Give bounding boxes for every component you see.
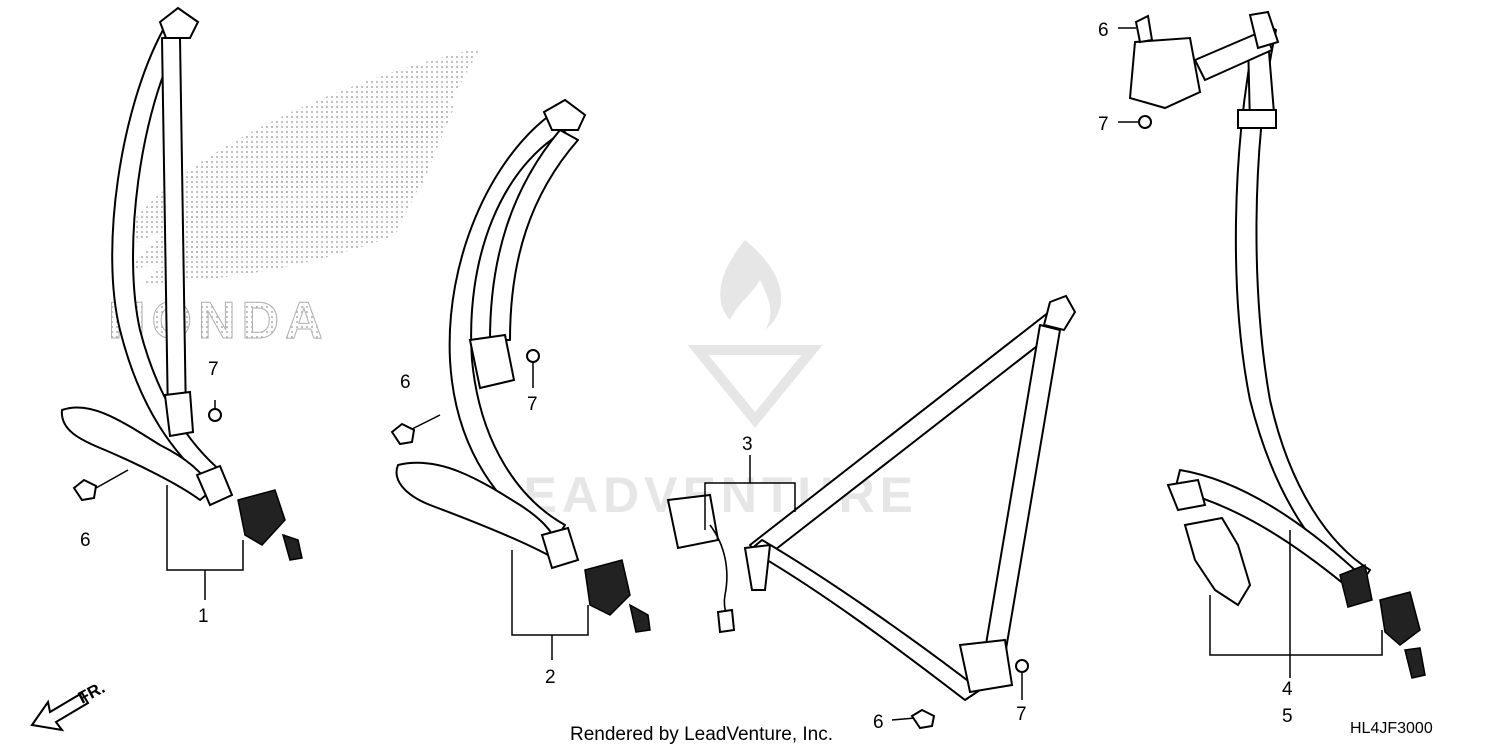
- nut-7-c[interactable]: [1015, 659, 1029, 700]
- nut-7-d[interactable]: [1118, 115, 1152, 129]
- honda-wing-watermark: HONDA: [108, 48, 480, 351]
- callout-6-b: 6: [400, 372, 411, 393]
- callout-1: 1: [198, 606, 209, 627]
- bolt-6-a[interactable]: [72, 469, 129, 502]
- callout-2: 2: [545, 667, 556, 688]
- seat-belt-assembly-4-5[interactable]: [1128, 10, 1426, 679]
- callout-4: 4: [1282, 679, 1293, 700]
- callout-7-c: 7: [1016, 704, 1027, 725]
- seat-belt-assembly-3[interactable]: [666, 294, 1077, 701]
- nut-7-a[interactable]: [208, 400, 222, 422]
- bolt-6-d[interactable]: [1118, 14, 1154, 44]
- diagram-code: HL4JF3000: [1350, 720, 1433, 737]
- bolt-6-b[interactable]: [390, 414, 441, 446]
- nut-7-b[interactable]: [526, 349, 540, 388]
- callout-6-a: 6: [80, 530, 91, 551]
- leader-1: [166, 485, 244, 600]
- callout-6-c: 6: [873, 712, 884, 733]
- seat-belt-assembly-1[interactable]: [60, 6, 303, 561]
- callout-7-d: 7: [1098, 114, 1109, 135]
- seat-belt-assembly-2[interactable]: [395, 98, 651, 633]
- front-direction-arrow: FR.: [30, 678, 108, 732]
- callout-7-a: 7: [208, 359, 219, 380]
- footer-credit: Rendered by LeadVenture, Inc.: [570, 724, 833, 745]
- leader-4-5: [1209, 530, 1383, 678]
- callout-3: 3: [742, 434, 753, 455]
- bolt-6-c[interactable]: [891, 708, 936, 730]
- leader-3: [704, 455, 796, 530]
- leader-2: [511, 550, 589, 660]
- honda-logo-watermark-text: HONDA: [108, 292, 329, 350]
- callout-7-b: 7: [527, 394, 538, 415]
- callout-6-d: 6: [1098, 20, 1109, 41]
- callout-5: 5: [1282, 706, 1293, 727]
